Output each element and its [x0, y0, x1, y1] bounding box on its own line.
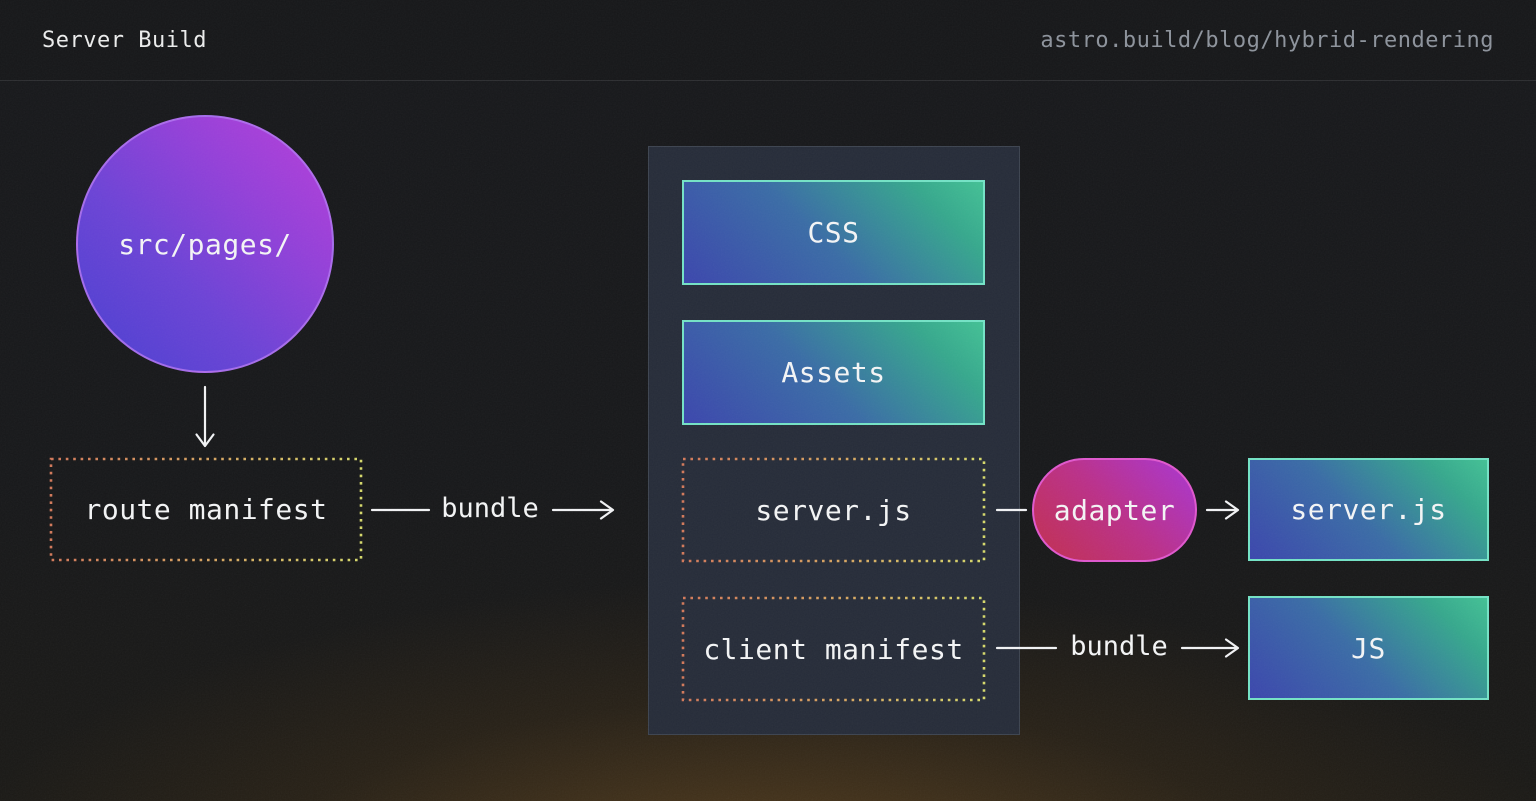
output-server-js-box: server.js: [1248, 458, 1489, 561]
server-js-intermediate-box: server.js: [682, 458, 985, 562]
adapter-label: adapter: [1053, 493, 1176, 527]
src-pages-circle: src/pages/: [76, 115, 334, 373]
client-manifest-box: client manifest: [682, 597, 985, 701]
assets-output-box: Assets: [682, 320, 985, 425]
css-output-box: CSS: [682, 180, 985, 285]
route-manifest-label: route manifest: [84, 493, 328, 526]
arrow-bundle-to-js: [1180, 638, 1240, 658]
adapter-pill: adapter: [1032, 458, 1197, 562]
bundle-edge-label: bundle: [441, 493, 539, 524]
assets-label: Assets: [781, 356, 886, 389]
arrow-bundle-to-panel: [551, 500, 615, 520]
title-bar: Server Build astro.build/blog/hybrid-ren…: [0, 0, 1536, 81]
output-js-box: JS: [1248, 596, 1489, 700]
bundle-edge-label-2: bundle: [1070, 631, 1168, 662]
page-title: Server Build: [42, 27, 207, 53]
route-manifest-box: route manifest: [50, 458, 362, 561]
src-pages-label: src/pages/: [118, 227, 292, 261]
source-url-text: astro.build/blog/hybrid-rendering: [1040, 27, 1494, 53]
css-label: CSS: [807, 216, 860, 249]
output-js-label: JS: [1351, 631, 1386, 665]
server-js-intermediate-label: server.js: [755, 493, 912, 527]
arrow-adapter-to-server: [1205, 500, 1240, 520]
arrow-src-to-route-manifest: [195, 385, 215, 448]
client-manifest-label: client manifest: [703, 632, 964, 666]
output-server-js-label: server.js: [1290, 493, 1447, 526]
